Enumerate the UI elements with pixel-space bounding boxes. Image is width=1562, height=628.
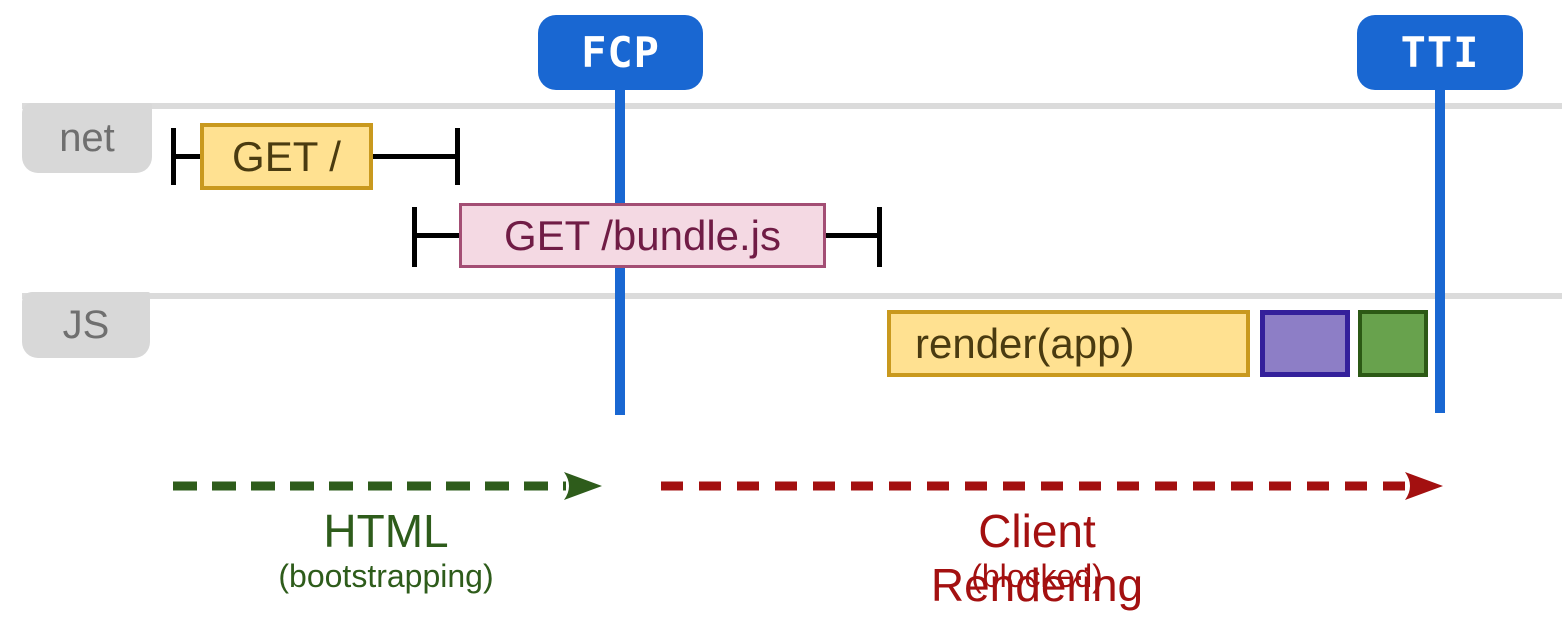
request-get-root: GET /	[200, 123, 373, 190]
client-rendering-phase-arrow	[661, 472, 1443, 500]
tti-badge: TTI	[1357, 15, 1523, 90]
client-rendering-phase-subtitle: (blocked)	[971, 558, 1103, 594]
html-phase-title: HTML	[323, 505, 449, 557]
js-task-render-app: render(app)	[887, 310, 1250, 377]
html-phase-arrow	[173, 472, 602, 500]
fcp-badge: FCP	[538, 15, 703, 90]
get-root-start-whisker	[171, 128, 176, 185]
html-phase-subtitle: (bootstrapping)	[278, 558, 494, 594]
get-bundle-end-connector	[824, 233, 880, 238]
client-rendering-phase-title: Client Rendering	[930, 505, 1144, 611]
get-root-end-whisker	[455, 128, 460, 185]
get-bundle-end-whisker	[877, 207, 882, 267]
net-lane-label: net	[22, 103, 152, 173]
tti-marker-line	[1435, 84, 1445, 413]
get-root-end-connector	[371, 154, 458, 159]
get-bundle-start-whisker	[412, 207, 417, 267]
net-lane-line	[22, 103, 1562, 109]
js-lane-label: JS	[22, 292, 150, 358]
get-root-start-connector	[174, 154, 202, 159]
js-task-purple	[1260, 310, 1350, 377]
js-task-green	[1358, 310, 1428, 377]
request-get-bundle: GET /bundle.js	[459, 203, 826, 268]
js-lane-line	[22, 293, 1562, 299]
get-bundle-start-connector	[415, 233, 461, 238]
